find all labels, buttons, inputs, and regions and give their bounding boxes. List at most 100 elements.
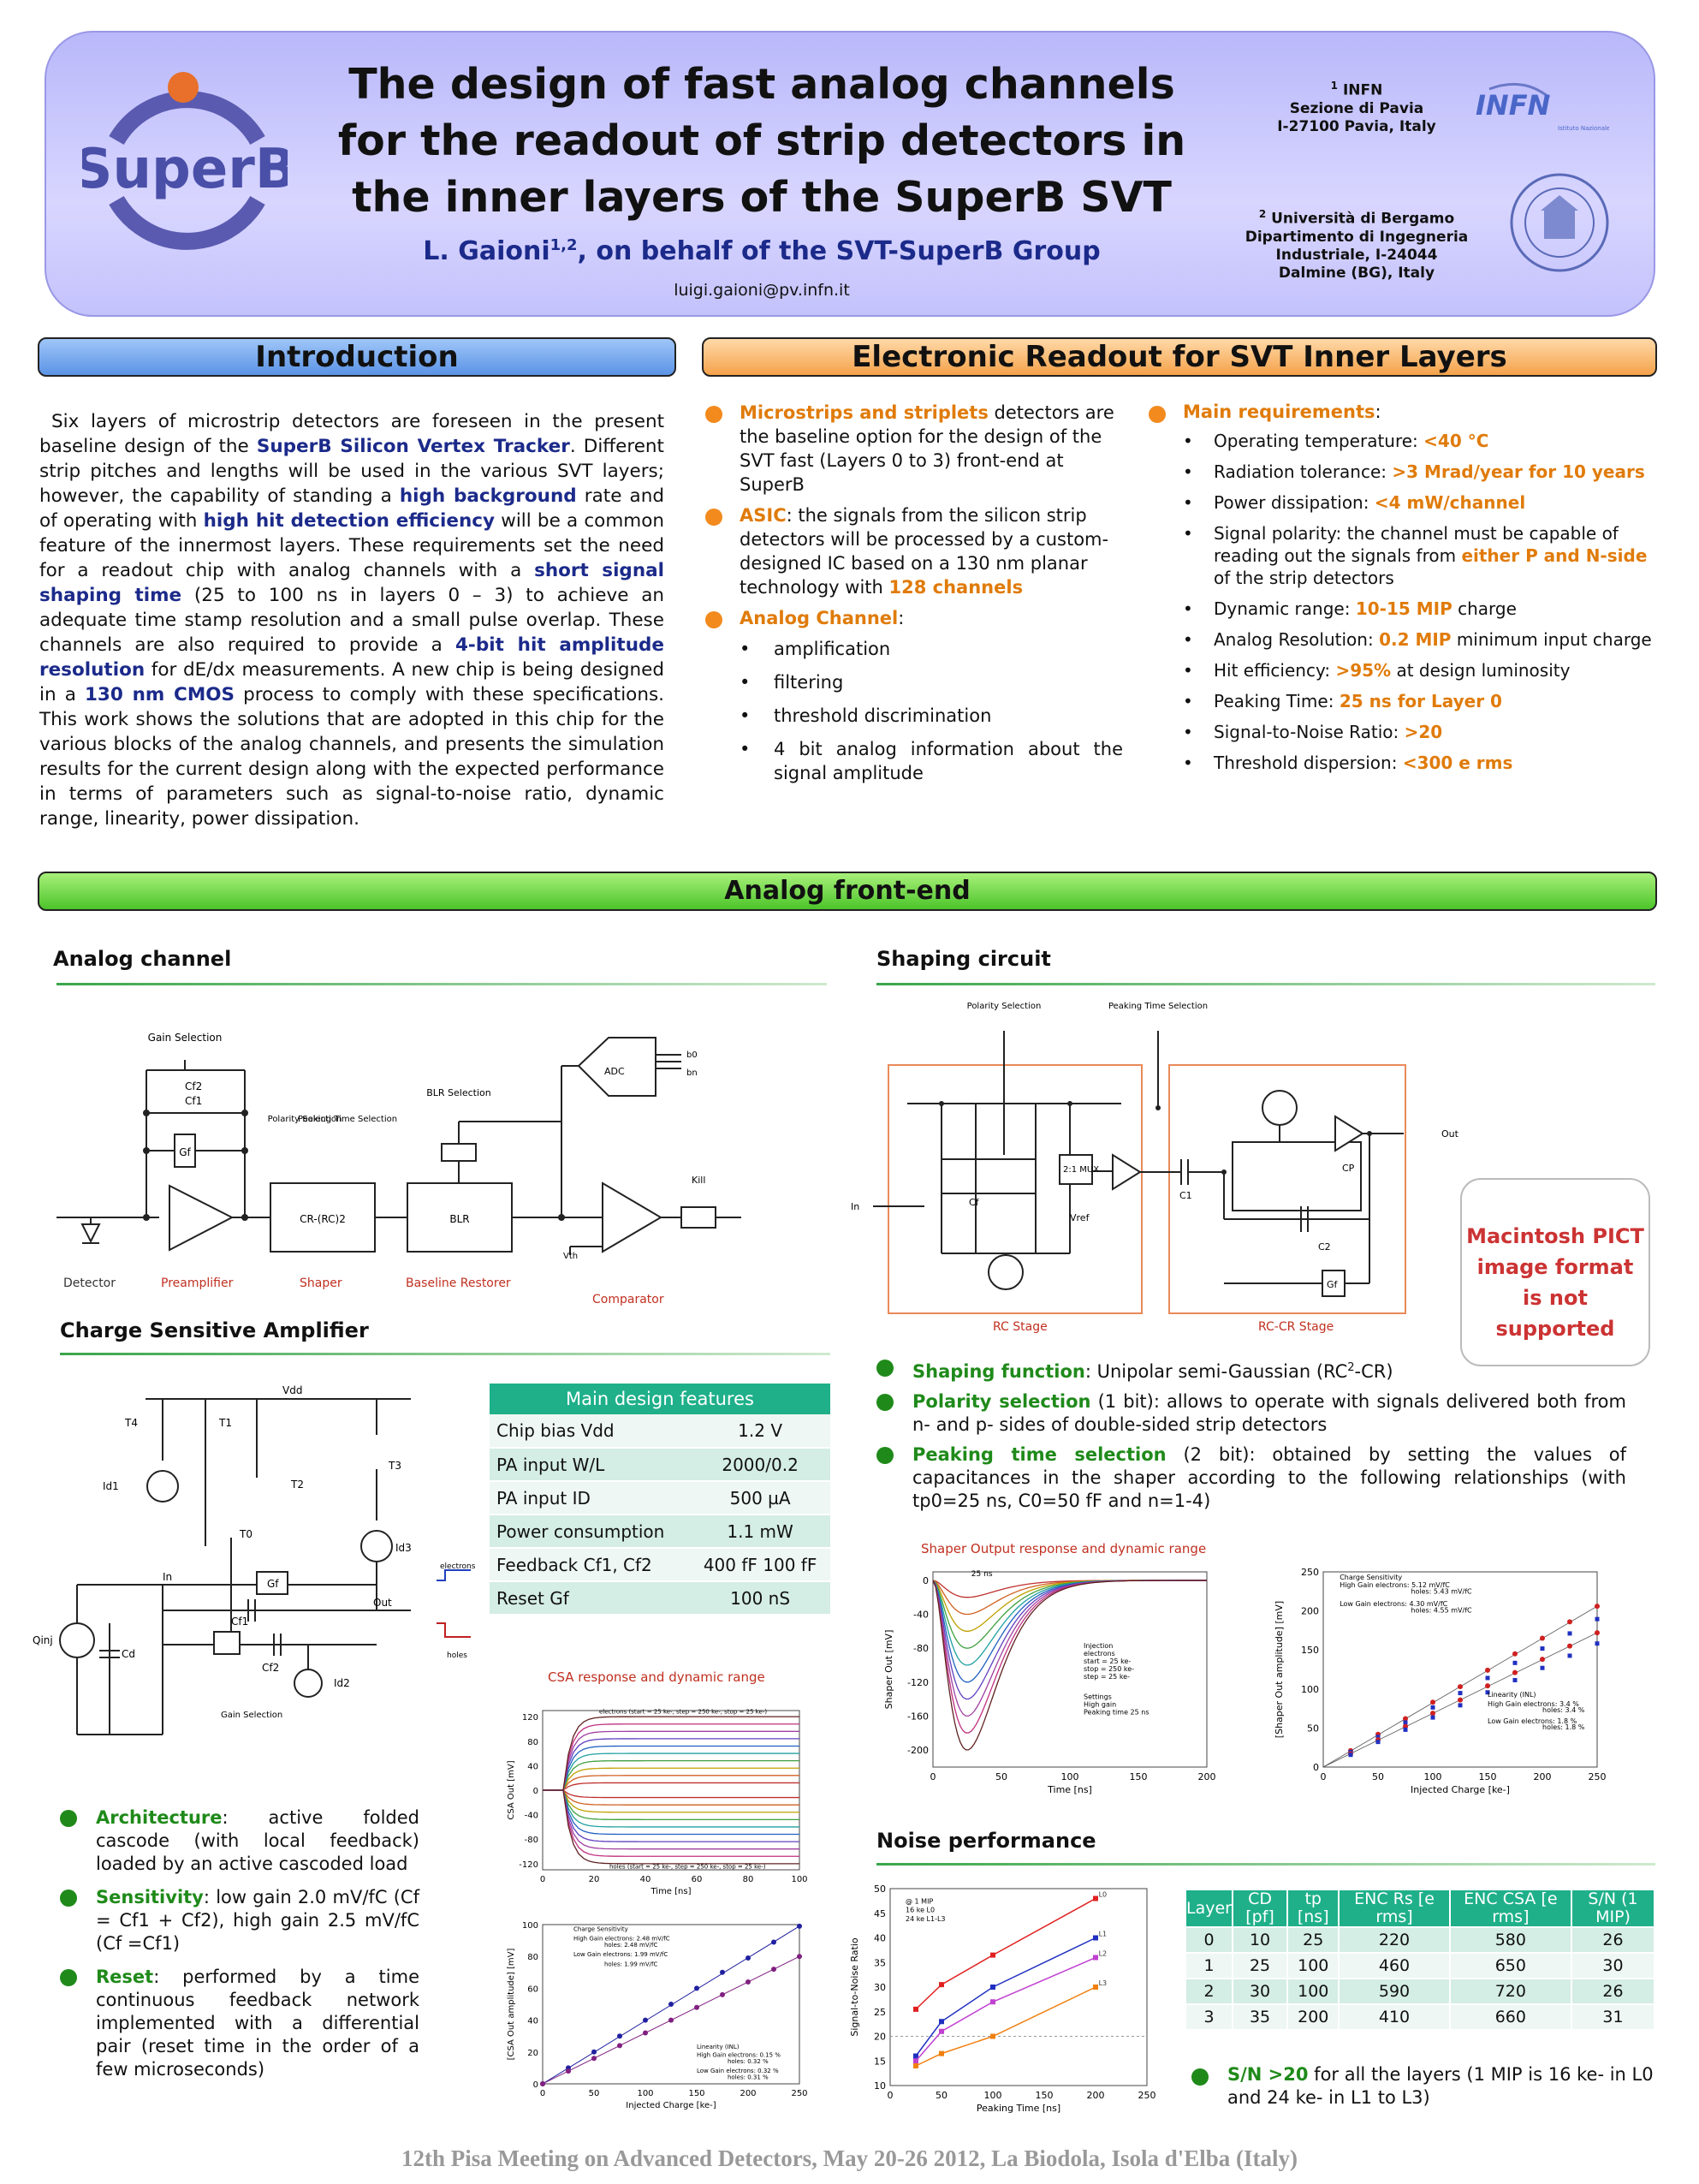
- noise-header-cell: S/N (1 MIP): [1571, 1889, 1655, 1928]
- y-axis-label: Signal-to-Noise Ratio: [849, 1937, 860, 2036]
- annotation: High gain: [1084, 1701, 1116, 1709]
- shaper-curve: [932, 1580, 1208, 1632]
- svg-text:T0: T0: [239, 1528, 252, 1540]
- svg-text:BLR Selection: BLR Selection: [426, 1087, 491, 1098]
- data-point: [1567, 1643, 1572, 1649]
- y-tick-label: 15: [874, 2056, 886, 2067]
- svg-text:INFN: INFN: [1476, 89, 1551, 122]
- analog-channel-diagram: Cf2 Cf1 Gain Selection Gf CR-(RC)2 BLR P…: [56, 993, 827, 1310]
- mdf-value: 2000/0.2: [690, 1448, 830, 1482]
- y-tick-label: -80: [525, 1836, 538, 1845]
- data-point: [1093, 1955, 1098, 1961]
- data-point: [746, 1979, 751, 1985]
- csa-bullet: Architecture: active folded cascode (wit…: [60, 1806, 419, 1876]
- data-point: [1403, 1727, 1408, 1732]
- svg-text:Cf2: Cf2: [185, 1080, 202, 1092]
- x-tick-label: 50: [589, 2089, 600, 2098]
- intro-heading: Introduction: [38, 337, 676, 377]
- data-point: [1430, 1699, 1435, 1705]
- y-tick-label: 40: [874, 1933, 886, 1944]
- mdf-param: Reset Gf: [490, 1581, 691, 1616]
- y-tick-label: 60: [527, 1985, 538, 1994]
- csa-curve: [543, 1789, 799, 1836]
- sub-item: •4 bit analog information about the sign…: [740, 739, 1123, 783]
- data-point: [939, 2019, 944, 2025]
- data-point: [913, 2058, 918, 2064]
- csa-response-title: CSA response and dynamic range: [548, 1669, 765, 1685]
- data-point: [1458, 1684, 1463, 1690]
- poster-title: The design of fast analog channels for t…: [337, 60, 1186, 222]
- annotation: Charge Sensitivity: [573, 1925, 628, 1932]
- author-line: L. Gaioni1,2, on behalf of the SVT-Super…: [423, 236, 1101, 266]
- analog-channel-title: Analog channel: [53, 947, 232, 971]
- annotation: Low Gain electrons: 1.8 %: [1488, 1717, 1577, 1725]
- csa-curve: [543, 1775, 799, 1791]
- mdf-param: PA input W/L: [490, 1448, 691, 1482]
- svg-text:Shaper: Shaper: [300, 1276, 342, 1290]
- data-point: [771, 1939, 776, 1945]
- x-axis-label: Injected Charge [ke-]: [1411, 1784, 1510, 1795]
- data-point: [1375, 1740, 1381, 1745]
- afe-heading: Analog front-end: [38, 872, 1657, 911]
- svg-text:Out: Out: [1441, 1128, 1459, 1140]
- svg-text:Cd: Cd: [122, 1648, 135, 1660]
- svg-text:2:1 MUX: 2:1 MUX: [1063, 1165, 1099, 1175]
- noise-cell: 580: [1448, 1926, 1573, 1954]
- svg-text:Vdd: Vdd: [282, 1384, 302, 1396]
- csa-curve: [543, 1738, 799, 1791]
- y-axis-label: Shaper Out [mV]: [883, 1630, 894, 1710]
- noise-header-cell: tp [ns]: [1286, 1889, 1340, 1928]
- x-tick-label: 0: [888, 2090, 894, 2101]
- shaper-curve: [932, 1580, 1208, 1649]
- svg-text:Baseline Restorer: Baseline Restorer: [406, 1276, 511, 1290]
- svg-text:Comparator: Comparator: [592, 1293, 664, 1306]
- x-axis-label: Time [ns]: [1047, 1784, 1092, 1795]
- annotation: holes (start = 25 ke-, step = 250 ke-, s…: [609, 1864, 766, 1871]
- y-tick-label: -80: [913, 1643, 929, 1654]
- y-tick-label: 250: [1301, 1567, 1319, 1578]
- svg-text:In: In: [851, 1201, 859, 1212]
- noise-header-cell: ENC Rs [e rms]: [1338, 1889, 1451, 1928]
- y-tick-label: 50: [874, 1883, 886, 1895]
- bullet-microstrips: Microstrips and striplets detectors are …: [704, 401, 1123, 497]
- svg-text:Kill: Kill: [692, 1175, 705, 1186]
- svg-text:Id3: Id3: [395, 1542, 412, 1554]
- sn-line: [915, 1937, 1096, 2056]
- y-tick-label: 50: [1307, 1723, 1319, 1734]
- noise-cell: 650: [1448, 1952, 1573, 1979]
- csa-curve: [543, 1789, 799, 1806]
- svg-text:Cf: Cf: [969, 1197, 980, 1208]
- mdf-title: Main design features: [490, 1384, 830, 1414]
- svg-text:Detector: Detector: [63, 1276, 116, 1290]
- sn-bullet: S/N >20 for all the layers (1 MIP is 16 …: [1191, 2063, 1654, 2110]
- data-point: [1093, 1935, 1098, 1941]
- data-point: [1458, 1697, 1463, 1703]
- noise-cell: 25: [1231, 1952, 1289, 1979]
- csa-curve: [543, 1789, 799, 1799]
- requirement-item: •Threshold dispersion: <300 e rms: [1183, 753, 1513, 773]
- mdf-value: 400 fF 100 fF: [690, 1548, 830, 1582]
- poster-header: [45, 31, 1655, 317]
- noise-header-cell: Layer: [1185, 1889, 1233, 1928]
- annotation: Low Gain electrons: 0.32 %: [697, 2068, 779, 2074]
- svg-text:ADC: ADC: [604, 1066, 625, 1077]
- y-tick-label: 200: [1301, 1606, 1319, 1617]
- requirement-item: •Dynamic range: 10-15 MIP charge: [1183, 598, 1517, 619]
- noise-cell: 0: [1185, 1926, 1233, 1954]
- mdf-value: 1.1 mW: [690, 1515, 830, 1549]
- author-email[interactable]: luigi.gaioni@pv.infn.it: [674, 281, 850, 300]
- x-tick-label: 50: [1372, 1771, 1384, 1782]
- y-axis-label: [CSA Out amplitude] [mV]: [507, 1949, 516, 2061]
- noise-cell: 1: [1185, 1952, 1233, 1979]
- y-tick-label: -120: [907, 1677, 929, 1688]
- x-tick-label: 100: [1061, 1771, 1079, 1782]
- csa-curve: [543, 1723, 799, 1791]
- csa-curve: [543, 1789, 799, 1857]
- csa-curve: [543, 1730, 799, 1791]
- y-tick-label: 0: [533, 1787, 538, 1796]
- data-point: [1485, 1675, 1490, 1681]
